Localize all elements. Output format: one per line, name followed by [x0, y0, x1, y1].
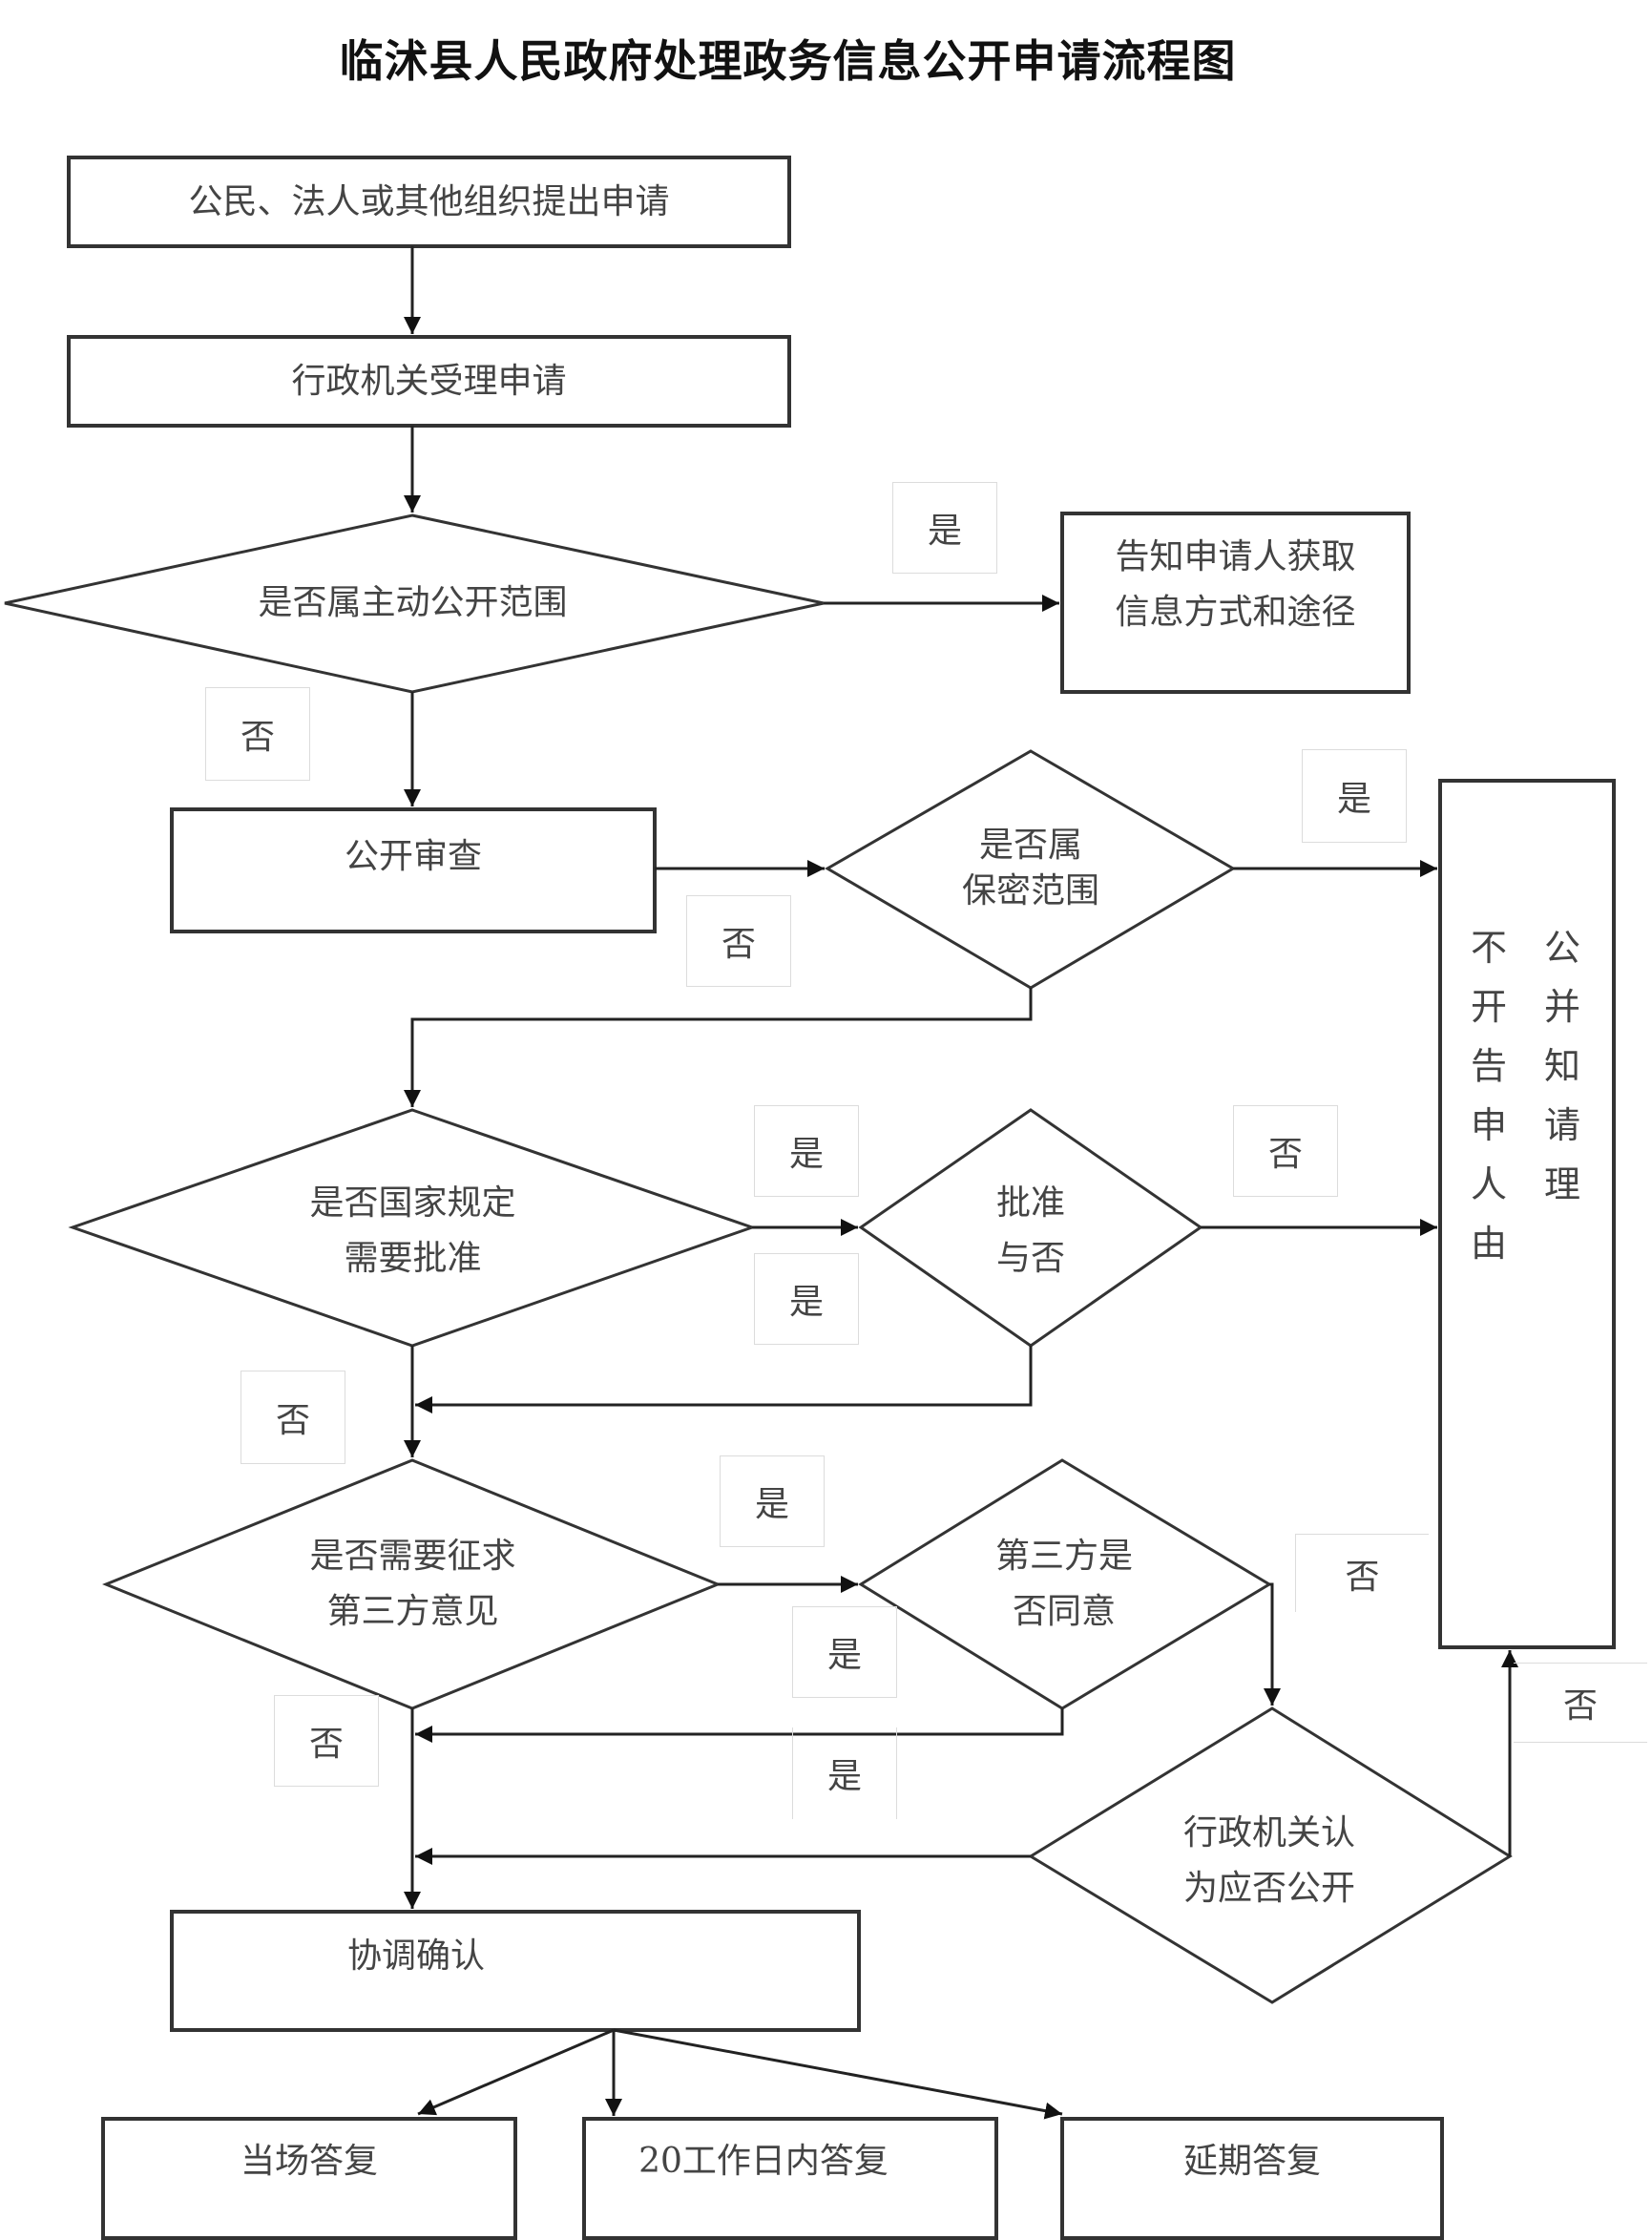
box-accept — [67, 335, 791, 428]
node-need-third: 是否需要征求 第三方意见 — [309, 1537, 516, 1631]
box-reply-delay — [1060, 2117, 1444, 2240]
label-yes: 是 — [754, 1105, 859, 1197]
diamond-agency-decide — [1028, 1706, 1513, 2004]
label-no: 否 — [274, 1695, 379, 1787]
label-no: 否 — [686, 895, 791, 987]
label-yes: 是 — [720, 1455, 825, 1547]
node-reply-now: 当场答复 — [240, 2142, 378, 2181]
refuse-char: 不 — [1470, 927, 1507, 969]
node-reply-delay: 延期答复 — [1182, 2142, 1321, 2181]
box-inform — [1060, 512, 1411, 694]
box-coordinate — [170, 1910, 861, 2032]
node-third-agree: 第三方是 否同意 — [994, 1537, 1133, 1631]
label-yes: 是 — [792, 1727, 897, 1819]
label-no: 否 — [1295, 1534, 1429, 1612]
box-reply-now — [101, 2117, 517, 2240]
page-title: 临沭县人民政府处理政务信息公开申请流程图 — [339, 35, 1237, 87]
node-apply: 公民、法人或其他组织提出申请 — [188, 181, 670, 221]
node-approved: 批准 与否 — [995, 1183, 1065, 1278]
label-yes: 是 — [892, 482, 997, 574]
box-apply — [67, 156, 791, 248]
label-yes: 是 — [792, 1606, 897, 1698]
node-secret-scope: 是否属 保密范围 — [961, 826, 1099, 911]
node-need-approval: 是否国家规定 需要批准 — [309, 1183, 516, 1278]
refuse-char: 并 — [1543, 986, 1580, 1028]
refuse-char: 开 — [1470, 986, 1507, 1028]
refuse-char: 申 — [1470, 1104, 1507, 1146]
node-agency-decide: 行政机关认 为应否公开 — [1182, 1813, 1355, 1908]
box-refuse — [1438, 779, 1616, 1649]
refuse-char: 理 — [1543, 1163, 1580, 1205]
refuse-char: 由 — [1470, 1223, 1507, 1265]
label-no: 否 — [1514, 1663, 1647, 1743]
label-yes: 是 — [754, 1253, 859, 1345]
node-review: 公开审查 — [344, 837, 482, 876]
refuse-char: 知 — [1543, 1045, 1580, 1087]
node-coordinate: 协调确认 — [346, 1936, 485, 1976]
refuse-char: 公 — [1543, 927, 1580, 969]
refuse-char: 人 — [1470, 1163, 1507, 1205]
label-no: 否 — [1233, 1105, 1338, 1197]
node-refuse-col2: 公 并 知 请 理 — [1543, 918, 1581, 1214]
box-review — [170, 807, 657, 933]
node-refuse-col1: 不 开 告 申 人 由 — [1470, 918, 1508, 1273]
node-reply-20: 20工作日内答复 — [638, 2142, 889, 2181]
refuse-char: 请 — [1543, 1104, 1580, 1146]
node-accept: 行政机关受理申请 — [291, 361, 567, 401]
refuse-char: 告 — [1470, 1045, 1507, 1087]
box-reply-20 — [582, 2117, 998, 2240]
label-yes: 是 — [1302, 749, 1407, 843]
label-no: 否 — [240, 1371, 345, 1464]
label-no: 否 — [205, 687, 310, 781]
node-active-scope: 是否属主动公开范围 — [258, 583, 568, 622]
node-inform-channel: 告知申请人获取 信息方式和途径 — [1115, 537, 1356, 632]
